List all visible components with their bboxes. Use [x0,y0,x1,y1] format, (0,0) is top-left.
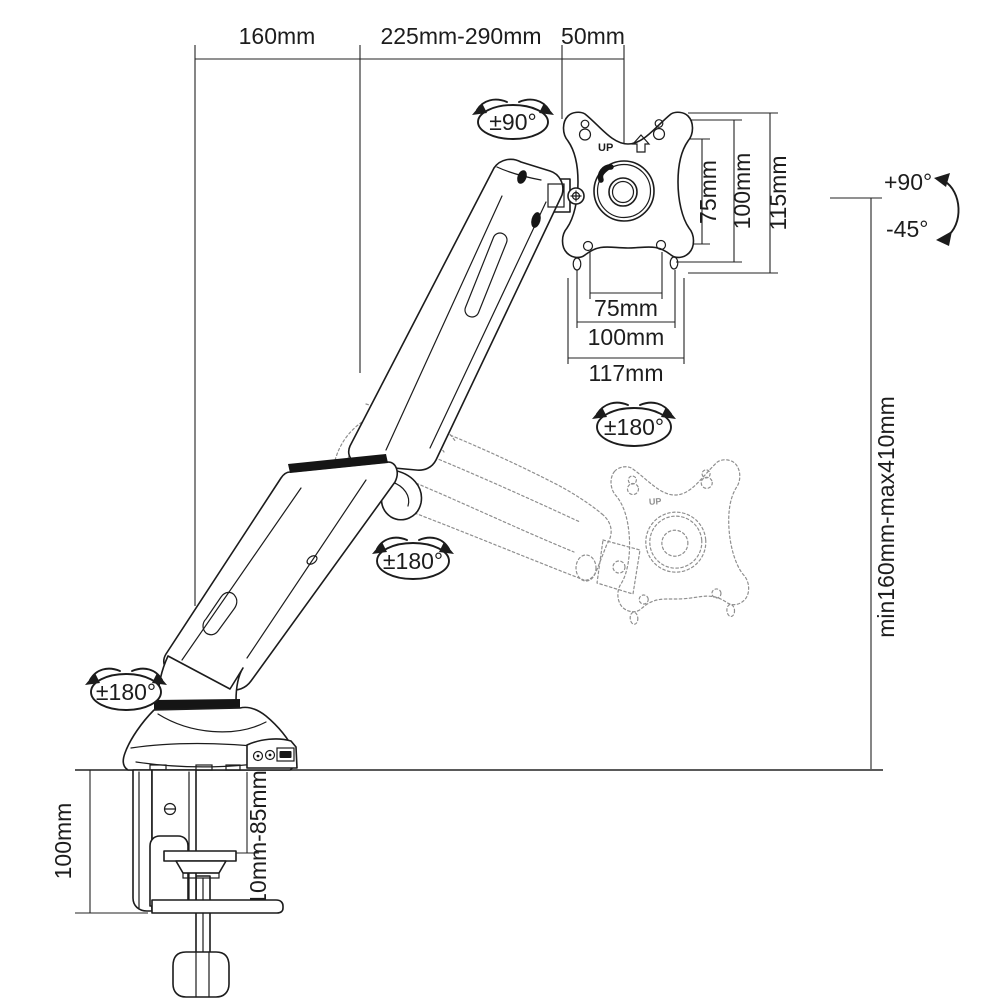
ghost-arm-endcap [575,554,597,582]
upper-arm-body [347,158,564,471]
desk-clamp [132,769,284,998]
base-foot [195,764,213,771]
vesa-hole-bottom-left [582,240,594,252]
tilt-up-label: +90° [884,169,932,195]
vesa-pivot-ring [593,160,655,222]
head-clevis-inner [547,183,565,208]
vesa-plate-outline [561,111,695,259]
vesa-hole-bottom-right [655,239,667,251]
ghost-arm-top-edge [365,403,603,515]
ghost-arm-bottom-edge [395,505,585,581]
dimension-lines: 160mm 225mm-290mm 50mm 75mm 100mm 115mm … [50,23,960,914]
plate-pan-label: ±180° [604,414,664,440]
dim-label-h100: 100mm [588,324,665,350]
clamp-back-plate [132,769,153,912]
tilt-arc-arrow [943,180,960,238]
plate-pan-badge: ±180° [592,401,676,447]
vesa-pivot-hole [611,180,635,204]
ghost-up-label: UP [649,496,662,507]
base-swivel-badge: ±180° [85,667,167,711]
lower-arm [154,454,398,710]
dim-label-top-right: 50mm [561,23,625,49]
clamp-bottom-arm [151,899,284,914]
dim-label-v115: 115mm [765,156,791,231]
vesa-slot-corner-left [572,257,582,271]
dim-label-v100: 100mm [729,153,755,230]
arm-joint-label: ±180° [383,548,443,574]
clamp-knob [172,951,230,998]
dim-label-desk-thickness: 10mm-85mm [245,770,271,905]
vesa-swivel-badge: ±90° [472,98,554,140]
ghost-vesa-plate: UP [610,459,750,625]
up-arrow-icon [631,134,651,153]
tilt-down-label: -45° [886,216,928,242]
clamp-pad [175,860,227,874]
base-swivel-label: ±180° [96,679,156,705]
audio-port-icon [252,750,264,762]
dim-label-top-left: 160mm [239,23,316,49]
lower-arm-body [163,461,398,691]
vesa-swivel-label: ±90° [489,109,536,135]
lower-arm-hole [306,555,318,565]
rotation-annotations: ±90° ±180° ±180° ±180° [85,98,676,711]
vesa-plate: UP [561,111,695,271]
usb-port-icon [276,747,295,762]
vesa-keyhole-left [580,119,590,129]
dim-label-h117: 117mm [589,360,664,386]
base [122,706,298,771]
upper-arm-slot [464,232,508,318]
ghost-head-bracket [596,539,641,595]
vesa-keyhole-right [654,119,664,128]
base-ring-band [154,699,240,710]
clamp-pad-bar [163,850,237,862]
dim-label-h75: 75mm [594,295,658,321]
dim-label-height-range: min160mm-max410mm [873,396,899,638]
head-joint-shadow [517,170,527,184]
dim-label-top-mid: 225mm-290mm [380,23,541,49]
arm-joint-badge: ±180° [372,536,454,580]
vesa-slot-corner-right [669,256,679,270]
audio-port-icon [264,749,276,761]
elbow-ring-band [288,454,388,473]
vesa-lock-slot [597,164,614,183]
dim-label-clamp-height: 100mm [50,803,76,880]
lower-arm-slot [202,591,238,636]
vesa-up-label: UP [598,142,613,154]
dim-label-v75: 75mm [695,160,721,224]
upper-arm [347,158,585,521]
base-foot [225,764,241,771]
